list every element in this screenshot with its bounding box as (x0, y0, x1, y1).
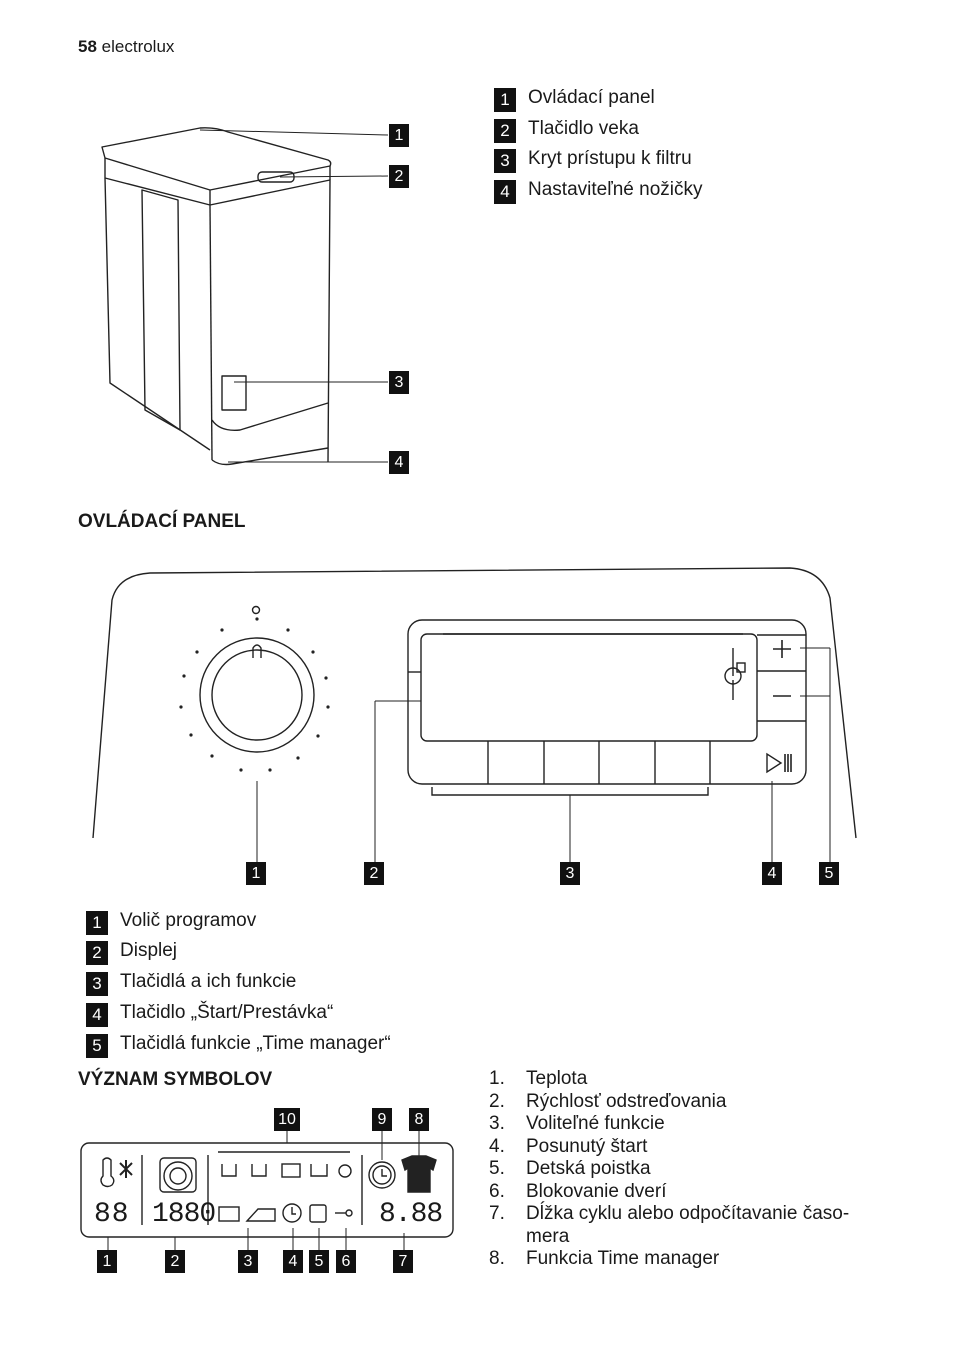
appliance-callout-3: 3 (389, 371, 409, 394)
symbol-callout-3: 3 (238, 1250, 258, 1273)
panel-callout-2: 2 (364, 862, 384, 885)
legend-number: 3 (494, 149, 516, 173)
page-number: 58 (78, 37, 97, 56)
temperature-readout: 88 (94, 1199, 130, 1230)
list-item: 6. Blokovanie dverí (489, 1181, 866, 1204)
control-panel-illustration (92, 567, 857, 862)
legend-item: 1 Ovládací panel (494, 84, 655, 112)
list-number: 6. (489, 1180, 505, 1202)
panel-callout-4: 4 (762, 862, 782, 885)
legend-item: 4 Tlačidlo „Štart/Prestávka“ (86, 999, 333, 1027)
list-item: 8. Funkcia Time manager (489, 1248, 866, 1271)
legend-item: 4 Nastaviteľné nožičky (494, 176, 703, 204)
legend-item: 2 Tlačidlo veka (494, 115, 639, 143)
list-number: 1. (489, 1068, 505, 1089)
time-readout: 8.88 (379, 1199, 443, 1230)
washing-machine-illustration (101, 127, 389, 466)
list-label: Rýchlosť odstreďovania (526, 1090, 727, 1112)
list-item: 2. Rýchlosť odstreďovania (489, 1091, 866, 1114)
legend-label: Ovládací panel (528, 87, 655, 108)
list-number: 2. (489, 1090, 505, 1112)
symbol-callout-6: 6 (336, 1250, 356, 1273)
list-label: Blokovanie dverí (526, 1180, 667, 1202)
legend-item: 5 Tlačidlá funkcie „Time manager“ (86, 1030, 391, 1058)
page-header: 58 electrolux (78, 37, 174, 57)
appliance-callout-4: 4 (389, 451, 409, 474)
symbol-callout-8: 8 (409, 1108, 429, 1131)
symbol-callout-5: 5 (309, 1250, 329, 1273)
symbol-callout-9: 9 (372, 1108, 392, 1131)
legend-item: 2 Displej (86, 937, 177, 965)
brand-name: electrolux (101, 37, 175, 56)
panel-callout-1: 1 (246, 862, 266, 885)
panel-callout-5: 5 (819, 862, 839, 885)
legend-label: Tlačidlo veka (528, 118, 639, 139)
legend-label: Tlačidlá funkcie „Time manager“ (120, 1033, 391, 1054)
symbols-heading: VÝZNAM SYMBOLOV (78, 1069, 273, 1090)
control-panel-heading: OVLÁDACÍ PANEL (78, 511, 246, 532)
display-symbols-illustration (80, 1131, 454, 1250)
list-number: 4. (489, 1135, 505, 1157)
appliance-callout-1: 1 (389, 124, 409, 147)
list-item: 7. Dĺžka cyklu alebo odpočítavanie časo-m… (489, 1203, 866, 1248)
symbol-callout-2: 2 (165, 1250, 185, 1273)
legend-label: Nastaviteľné nožičky (528, 179, 703, 200)
legend-label: Tlačidlá a ich funkcie (120, 971, 297, 992)
legend-number: 1 (494, 88, 516, 112)
legend-number: 4 (86, 1003, 108, 1027)
list-label: Posunutý štart (526, 1135, 648, 1157)
legend-item: 1 Volič programov (86, 907, 256, 935)
list-item: 4. Posunutý štart (489, 1136, 866, 1159)
list-label: Funkcia Time manager (526, 1248, 720, 1269)
legend-label: Volič programov (120, 910, 257, 931)
legend-number: 2 (86, 941, 108, 965)
list-label: Dĺžka cyklu alebo odpočítavanie časo-mer… (526, 1203, 850, 1247)
legend-label: Displej (120, 940, 178, 961)
legend-item: 3 Tlačidlá a ich funkcie (86, 968, 296, 996)
symbols-list: 1. Teplota 2. Rýchlosť odstreďovania 3. Vol… (489, 1068, 866, 1271)
list-item: 5. Detská poistka (489, 1158, 866, 1181)
symbol-callout-10: 10 (274, 1108, 300, 1131)
legend-number: 4 (494, 180, 516, 204)
legend-label: Tlačidlo „Štart/Prestávka“ (120, 1002, 334, 1023)
legend-number: 1 (86, 911, 108, 935)
list-number: 5. (489, 1158, 505, 1179)
symbol-callout-4: 4 (283, 1250, 303, 1273)
legend-number: 3 (86, 972, 108, 996)
list-label: Detská poistka (526, 1158, 651, 1179)
panel-callout-3: 3 (560, 862, 580, 885)
list-label: Voliteľné funkcie (526, 1113, 665, 1134)
legend-label: Kryt prístupu k filtru (528, 148, 692, 169)
spin-readout: 1880 (152, 1199, 216, 1230)
legend-number: 2 (494, 119, 516, 143)
list-number: 8. (489, 1248, 505, 1269)
list-label: Teplota (526, 1068, 588, 1089)
list-number: 3. (489, 1113, 505, 1134)
symbol-callout-7: 7 (393, 1250, 413, 1273)
legend-item: 3 Kryt prístupu k filtru (494, 145, 692, 173)
symbol-callout-1: 1 (97, 1250, 117, 1273)
legend-number: 5 (86, 1034, 108, 1058)
list-item: 3. Voliteľné funkcie (489, 1113, 866, 1136)
list-number: 7. (489, 1203, 505, 1224)
list-item: 1. Teplota (489, 1068, 866, 1091)
appliance-callout-2: 2 (389, 165, 409, 188)
